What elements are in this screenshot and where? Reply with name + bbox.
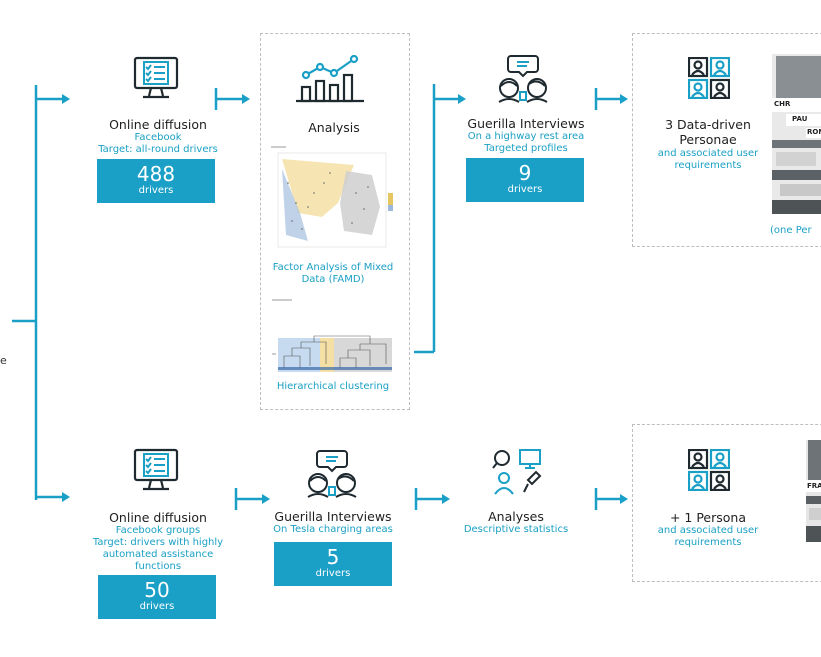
persona-grid-icon [688,57,730,99]
top-personae-sub1: and associated user [657,148,759,159]
search-monitor-person-pencil-icon [492,449,542,495]
bottom-online-count-box: 50 drivers [98,575,216,619]
persona-grid-icon [688,449,730,491]
analysis-title: Analysis [308,120,360,135]
left-cut-text: e [0,354,7,367]
bottom-online-count: 50 [144,578,170,602]
top-online-count-box: 488 drivers [97,159,215,203]
top-guerilla-unit: drivers [507,184,543,195]
bottom-online-sub3: automated assistance [102,549,214,560]
bottom-online-sub1: Facebook groups [115,525,201,536]
top-personae-cut-note: (one Per [770,225,812,236]
bottom-guerilla-unit: drivers [315,568,351,579]
bottom-online-title: Online diffusion [109,510,207,525]
bottom-online-sub4: functions [134,561,182,572]
bottom-guerilla-title: Guerilla Interviews [274,509,392,524]
top-guerilla-count-box: 9 drivers [466,158,584,202]
bottom-guerilla-count-box: 5 drivers [274,542,392,586]
personae-container [632,33,821,247]
personae-collage: CHR PAU RON [772,54,821,214]
top-personae-title1: 3 Data-driven [665,117,751,132]
famd-plot-thumbnail [268,143,398,255]
bottom-guerilla-count: 5 [326,545,340,569]
dendrogram-thumbnail [270,296,396,376]
analyses-sub1: Descriptive statistics [463,524,569,535]
top-online-count: 488 [136,162,176,186]
top-online-title: Online diffusion [109,117,207,132]
top-guerilla-sub2: Targeted profiles [484,143,568,154]
famd-label: Factor Analysis of Mixed Data (FAMD) [272,262,394,285]
persona-tag-fra: FRA [807,482,821,490]
persona-collage: FRA [806,440,821,542]
interview-people-icon [307,450,357,498]
monitor-checklist-icon [133,56,179,99]
top-guerilla-title: Guerilla Interviews [467,116,585,131]
hc-label: Hierarchical clustering [276,381,390,392]
persona-tag-2: PAU [792,115,808,123]
bottom-guerilla-sub1: On Tesla charging areas [273,524,393,535]
top-personae-sub2: requirements [674,160,742,171]
top-online-sub1: Facebook [134,132,182,143]
bottom-online-sub2: Target: drivers with highly [92,537,224,548]
top-guerilla-sub1: On a highway rest area [467,131,585,142]
top-online-sub2: Target: all-round drivers [98,144,218,155]
top-personae-title2: Personae [679,132,737,147]
bottom-online-unit: drivers [139,601,175,612]
top-guerilla-count: 9 [518,161,532,185]
persona-tag-1: CHR [774,100,791,108]
analysis-container [260,33,410,410]
bottom-persona-title: + 1 Persona [669,510,747,525]
bottom-persona-sub1: and associated user [657,525,759,536]
interview-people-icon [498,55,548,103]
bottom-persona-sub2: requirements [674,537,742,548]
bar-chart-trend-icon [296,55,364,103]
persona-container [632,424,821,582]
monitor-checklist-icon [133,448,179,491]
persona-tag-3: RON [807,128,821,136]
top-online-unit: drivers [138,185,174,196]
analyses-title: Analyses [488,509,544,524]
